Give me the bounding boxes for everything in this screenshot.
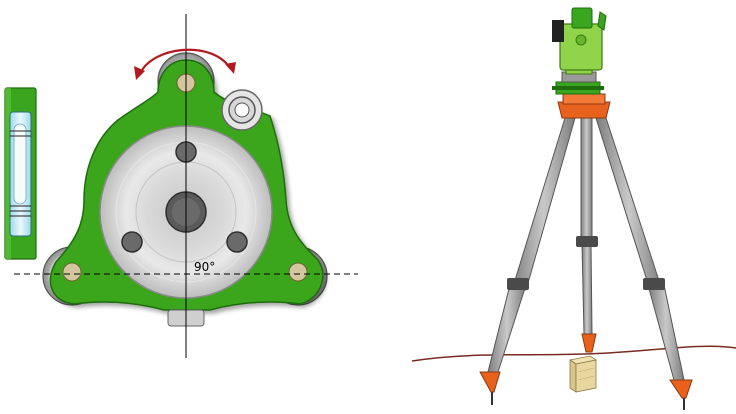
curved-double-arrow-icon: [134, 48, 236, 80]
tripod-leg-right: [595, 117, 663, 291]
tube-level: [4, 87, 37, 260]
survey-marker: [568, 355, 598, 393]
tribrach: [42, 52, 328, 327]
theodolite-icon: [552, 7, 607, 95]
angle-label: 90°: [194, 260, 215, 274]
mount-hole-right: [226, 231, 248, 253]
tripod: [479, 93, 693, 410]
mount-hole-left: [121, 231, 143, 253]
circular-bubble-icon: [221, 89, 263, 131]
ground-line: [411, 345, 736, 362]
tripod-leg-middle: [580, 117, 593, 241]
tripod-leg-left: [511, 117, 576, 291]
